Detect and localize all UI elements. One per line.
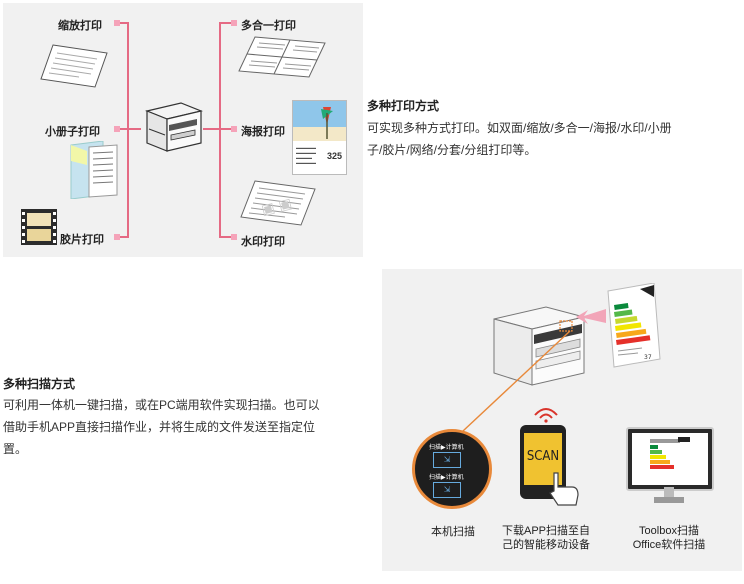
caption-device-scan: 本机扫描 — [431, 526, 475, 538]
panel-button-label-2: 扫描▶计算机 — [429, 475, 464, 481]
connector-dot — [114, 234, 120, 240]
connector-dot — [114, 126, 120, 132]
poster-number: 325 — [327, 151, 343, 161]
monitor-icon — [626, 427, 714, 491]
scan-to-pc-button[interactable]: ⇲ — [433, 452, 461, 468]
print-methods-panel: 缩放打印 小册子打印 胶片打印 多合一打印 海报打印 水印打印 — [3, 3, 363, 257]
caption-toolbox-line-2: Office软件扫描 — [632, 539, 706, 551]
scan-description-line-3: 置。 — [3, 442, 28, 456]
left-connector-top — [119, 22, 129, 24]
beach-image — [293, 101, 346, 141]
scan-description-line-1: 可利用一体机一键扫描，或在PC端用软件实现扫描。也可以 — [3, 398, 320, 412]
connector-dot — [231, 126, 237, 132]
document-icon — [40, 44, 108, 88]
wifi-signal-icon — [534, 408, 558, 423]
caption-toolbox-scan: Toolbox扫描 Office软件扫描 — [614, 524, 724, 552]
right-connector-bottom — [219, 236, 231, 238]
scan-methods-description: 可利用一体机一键扫描，或在PC端用软件实现扫描。也可以 借助手机APP直接扫描作… — [3, 394, 378, 460]
energy-label-icon: 37 — [607, 283, 661, 368]
print-methods-heading: 多种打印方式 — [367, 99, 440, 113]
label-poster-print: 海报打印 — [241, 126, 285, 138]
caption-toolbox-line-1: Toolbox扫描 — [639, 525, 699, 537]
caption-app-line-2: 己的智能移动设备 — [502, 539, 590, 551]
left-connector-line — [127, 22, 129, 238]
svg-text:▣ ▣: ▣ ▣ — [260, 196, 294, 219]
connector-dot — [114, 20, 120, 26]
arrow-icon — [576, 309, 606, 324]
control-panel-zoom: 扫描▶计算机 ⇲ 扫描▶计算机 ⇲ — [412, 429, 492, 509]
scan-connector-line — [447, 330, 571, 446]
phone-scan-text: SCAN — [526, 449, 560, 464]
hand-icon — [549, 472, 579, 506]
scan-to-pc-button[interactable]: ⇲ — [433, 482, 461, 498]
caption-app-scan: 下载APP扫描至自 己的智能移动设备 — [490, 524, 602, 552]
label-booklet-print: 小册子打印 — [45, 126, 100, 138]
scan-description-line-2: 借助手机APP直接扫描作业，并将生成的文件发送至指定位 — [3, 420, 316, 434]
monitor-energy-label — [650, 437, 690, 469]
poster-icon: ▬▬▬▬▬▬▬▬▬▬▬▬▬▬▬▬▬▬▬ 325 — [292, 100, 347, 175]
connector-dot — [231, 234, 237, 240]
film-strip-icon — [21, 209, 57, 245]
svg-text:37: 37 — [644, 354, 652, 361]
center-connector-right — [203, 128, 221, 130]
poster-text: ▬▬▬▬▬▬▬▬▬▬▬▬▬▬▬▬▬▬▬ — [296, 145, 316, 165]
right-connector-top — [219, 22, 231, 24]
label-multi-up-print: 多合一打印 — [241, 20, 296, 32]
center-connector — [129, 128, 141, 130]
print-description-line-2: 子/胶片/网络/分套/分组打印等。 — [367, 143, 537, 157]
panel-button-label-1: 扫描▶计算机 — [429, 445, 464, 451]
connector-dot — [231, 20, 237, 26]
monitor-screen — [632, 433, 708, 485]
right-connector-mid — [219, 128, 231, 130]
monitor-stand — [654, 487, 684, 503]
watermark-document-icon: ▣ ▣ — [240, 180, 316, 226]
print-methods-description: 可实现多种方式打印。如双面/缩放/多合一/海报/水印/小册 子/胶片/网络/分套… — [367, 117, 739, 161]
scan-methods-heading: 多种扫描方式 — [3, 377, 76, 391]
label-watermark-print: 水印打印 — [241, 236, 285, 248]
label-zoom-print: 缩放打印 — [58, 20, 102, 32]
left-connector-mid — [119, 128, 129, 130]
left-connector-bottom — [119, 236, 129, 238]
booklet-icon — [70, 141, 118, 199]
label-film-print: 胶片打印 — [60, 234, 104, 246]
multi-up-document-icon — [238, 36, 326, 78]
caption-app-line-1: 下载APP扫描至自 — [501, 525, 590, 537]
print-description-line-1: 可实现多种方式打印。如双面/缩放/多合一/海报/水印/小册 — [367, 121, 672, 135]
scan-methods-panel: 37 扫描▶计算机 ⇲ 扫描▶计算机 ⇲ SCAN — [382, 269, 742, 571]
printer-icon — [145, 102, 203, 152]
phone-icon: SCAN — [520, 425, 566, 499]
mfp-printer-icon — [493, 306, 585, 386]
right-connector-line — [219, 22, 221, 238]
